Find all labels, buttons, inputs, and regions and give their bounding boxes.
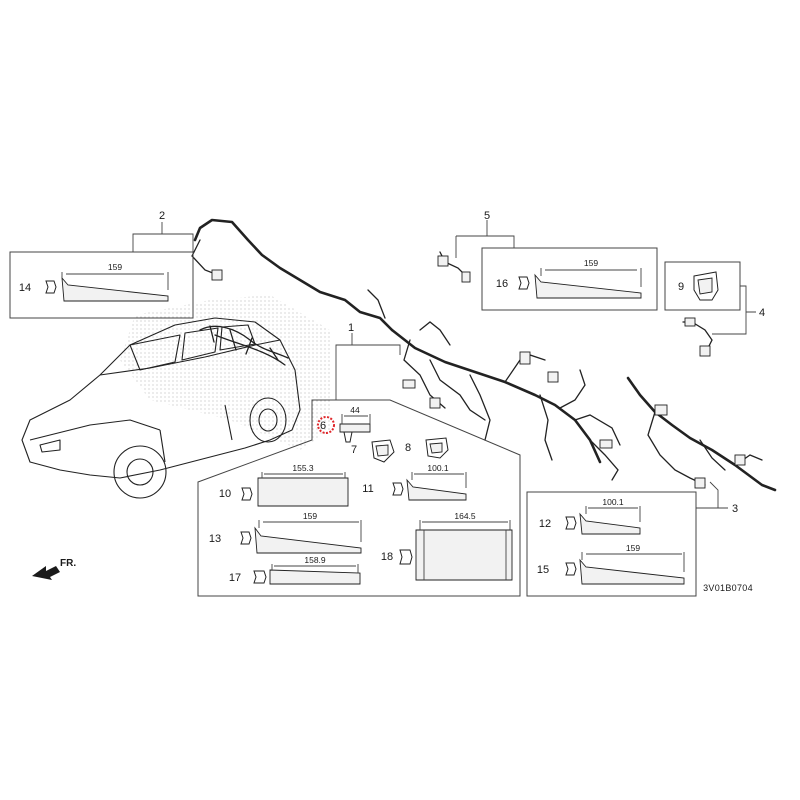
dimension-18: 164.5	[454, 511, 476, 521]
group-box-4	[664, 261, 741, 311]
tie-10	[241, 472, 349, 507]
dimension-6: 44	[350, 405, 360, 415]
front-arrow-icon	[32, 566, 60, 580]
wire-harness-5	[437, 251, 471, 283]
callout-11: 11	[362, 483, 373, 495]
group-box-2	[9, 251, 194, 319]
dimension-17: 158.9	[304, 555, 326, 565]
tie-16	[518, 268, 642, 299]
group-box-1	[197, 399, 521, 597]
highlight-area	[120, 295, 330, 450]
group-box-3	[526, 491, 697, 597]
callout-10: 10	[219, 488, 231, 500]
callout-6: 6	[320, 420, 326, 432]
callout-2: 2	[159, 210, 165, 222]
dimension-10: 155.3	[292, 463, 314, 473]
dimension-15: 159	[626, 543, 640, 553]
tie-15	[565, 552, 685, 585]
dimension-11: 100.1	[427, 463, 449, 473]
callout-12: 12	[539, 518, 551, 530]
reference-code: 3V01B0704	[703, 583, 753, 593]
tie-6	[339, 414, 371, 443]
tie-18	[399, 520, 513, 581]
callout-1: 1	[348, 322, 354, 334]
tie-12	[565, 506, 641, 535]
wire-harness-4	[682, 317, 713, 357]
dimension-14: 159	[108, 262, 122, 272]
callout-15: 15	[537, 564, 549, 576]
tie-17	[253, 564, 361, 585]
callout-14: 14	[19, 282, 31, 294]
callout-9: 9	[678, 281, 684, 293]
callout-18: 18	[381, 551, 393, 563]
callout-4: 4	[759, 307, 765, 319]
wire-harness-3	[626, 376, 777, 492]
callout-16: 16	[496, 278, 508, 290]
dimension-13: 159	[303, 511, 317, 521]
dimension-12: 100.1	[602, 497, 624, 507]
vehicle-illustration	[21, 317, 301, 499]
callout-17: 17	[229, 572, 241, 584]
tie-14	[45, 272, 169, 302]
highlight-ring-6	[317, 416, 335, 434]
clip-8	[425, 437, 449, 459]
callout-3: 3	[732, 503, 738, 515]
tie-11	[392, 472, 467, 501]
callout-8: 8	[405, 442, 411, 454]
callout-7: 7	[351, 444, 357, 456]
clip-9	[693, 271, 719, 301]
group-box-5	[481, 247, 658, 311]
front-label: FR.	[60, 558, 76, 569]
dimension-16: 159	[584, 258, 598, 268]
callout-13: 13	[209, 533, 221, 545]
tie-13	[240, 520, 362, 554]
clip-7	[371, 439, 395, 463]
wire-harness-1	[390, 321, 621, 481]
callout-5: 5	[484, 210, 490, 222]
wire-harness-2	[191, 218, 394, 332]
